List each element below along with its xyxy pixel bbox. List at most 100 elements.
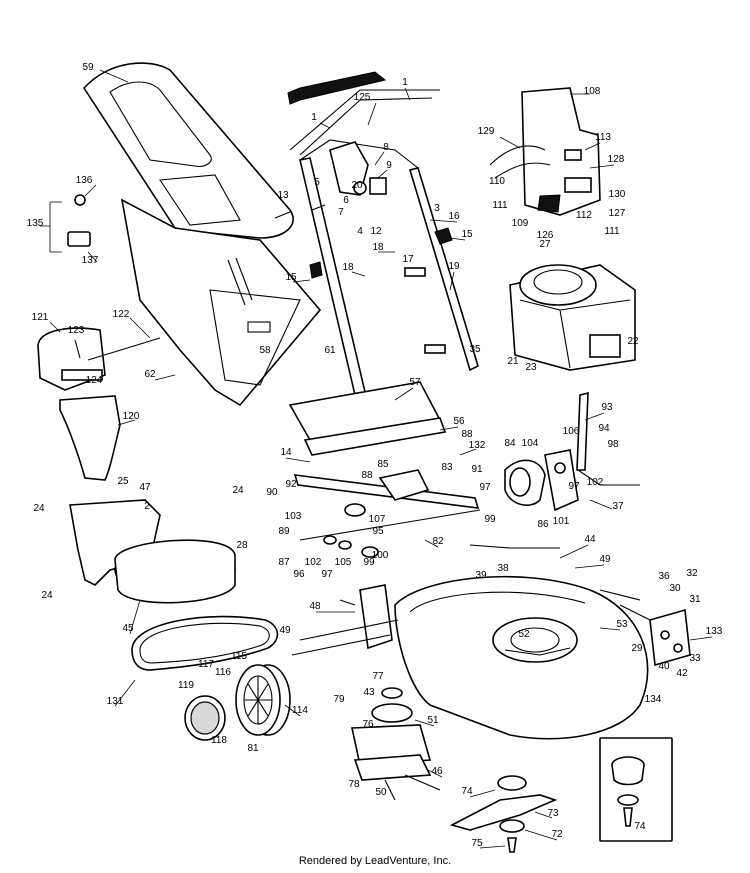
- part-callout: 125: [354, 92, 371, 103]
- blade-assembly: [449, 775, 558, 853]
- part-callout: 106: [563, 426, 580, 437]
- handle-assembly: [274, 71, 479, 397]
- part-callout: 74: [634, 821, 646, 832]
- part-callout: 9: [386, 160, 392, 171]
- wheel-assembly: [184, 664, 291, 741]
- part-callout: 135: [27, 218, 44, 229]
- part-callout: 122: [113, 309, 130, 320]
- part-callout: 99: [363, 557, 375, 568]
- part-callout: 76: [362, 719, 374, 730]
- bag-clip-group: [40, 194, 91, 253]
- part-callout: 58: [259, 345, 271, 356]
- part-callout: 84: [504, 438, 516, 449]
- part-callout: 38: [497, 563, 509, 574]
- part-callout: 126: [537, 230, 554, 241]
- part-callout: 92: [285, 479, 297, 490]
- part-callout: 104: [522, 438, 539, 449]
- part-callout: 22: [627, 336, 639, 347]
- part-callout: 48: [309, 601, 321, 612]
- part-callout: 136: [76, 175, 93, 186]
- part-callout: 50: [375, 787, 387, 798]
- part-callout: 100: [372, 550, 389, 561]
- part-callout: 56: [453, 416, 465, 427]
- part-callout: 108: [584, 86, 601, 97]
- part-callout: 113: [595, 132, 611, 143]
- part-callout: 88: [361, 470, 373, 481]
- part-callout: 30: [669, 583, 681, 594]
- part-callout: 134: [645, 694, 662, 705]
- part-callout: 105: [335, 557, 352, 568]
- part-callout: 62: [144, 369, 156, 380]
- part-callout: 75: [471, 838, 483, 849]
- side-deflector: [69, 499, 161, 586]
- part-callout: 40: [658, 661, 670, 672]
- part-callout: 132: [469, 440, 486, 451]
- part-callout: 5: [314, 177, 320, 188]
- height-adjuster: [599, 589, 691, 667]
- part-callout: 36: [658, 571, 670, 582]
- part-callout: 61: [324, 345, 336, 356]
- inset-detail: [599, 737, 673, 842]
- part-callout: 73: [547, 808, 559, 819]
- rear-shield: [288, 381, 447, 456]
- part-callout: 114: [292, 705, 308, 716]
- part-callout: 1: [311, 112, 317, 123]
- part-callout: 130: [609, 189, 626, 200]
- part-callout: 28: [236, 540, 248, 551]
- part-callout: 31: [689, 594, 701, 605]
- transmission: [293, 391, 640, 558]
- part-callout: 18: [372, 242, 384, 253]
- part-callout: 25: [117, 476, 129, 487]
- part-callout: 1: [402, 77, 408, 88]
- part-callout: 99: [484, 514, 496, 525]
- part-callout: 35: [469, 344, 481, 355]
- part-callout: 3: [434, 203, 440, 214]
- discharge-chute: [37, 327, 161, 481]
- part-callout: 6: [343, 195, 349, 206]
- footer-credit: Rendered by LeadVenture, Inc.: [298, 855, 452, 867]
- part-callout: 78: [348, 779, 360, 790]
- part-callout: 118: [211, 735, 227, 746]
- part-callout: 95: [372, 526, 384, 537]
- part-callout: 15: [285, 272, 297, 283]
- part-callout: 102: [305, 557, 322, 568]
- part-callout: 74: [461, 786, 473, 797]
- grass-catcher-bag: [120, 198, 322, 407]
- part-callout: 46: [431, 766, 443, 777]
- part-callout: 103: [285, 511, 302, 522]
- leader-lines: [49, 69, 713, 849]
- grass-catcher-cover: [82, 62, 294, 239]
- part-callout: 49: [279, 625, 291, 636]
- engine: [509, 264, 636, 371]
- rear-bracket: [291, 584, 399, 656]
- part-callout: 51: [427, 715, 439, 726]
- part-callout: 109: [512, 218, 529, 229]
- part-callout: 45: [122, 623, 134, 634]
- part-callout: 110: [489, 176, 505, 187]
- part-callout: 57: [409, 377, 421, 388]
- part-callout: 81: [247, 743, 259, 754]
- part-callout: 85: [377, 459, 389, 470]
- part-callout: 18: [342, 262, 354, 273]
- part-callout: 49: [599, 554, 611, 565]
- part-callout: 111: [604, 226, 620, 237]
- part-callout: 107: [369, 514, 386, 525]
- part-callout: 27: [539, 239, 551, 250]
- blade-adapter: [351, 687, 441, 801]
- part-callout: 43: [363, 687, 375, 698]
- part-callout: 39: [475, 570, 487, 581]
- part-callout: 123: [68, 325, 85, 336]
- part-callout: 33: [689, 653, 701, 664]
- part-callout: 97: [479, 482, 491, 493]
- part-callout: 116: [215, 667, 231, 678]
- part-callout: 24: [33, 503, 45, 514]
- part-callout: 72: [551, 829, 563, 840]
- part-callout: 94: [598, 423, 610, 434]
- part-callout: 24: [232, 485, 244, 496]
- drive-belt: [131, 615, 279, 671]
- part-callout: 124: [86, 375, 103, 386]
- part-callout: 2: [144, 501, 150, 512]
- part-callout: 14: [280, 447, 292, 458]
- part-callout: 117: [198, 659, 214, 670]
